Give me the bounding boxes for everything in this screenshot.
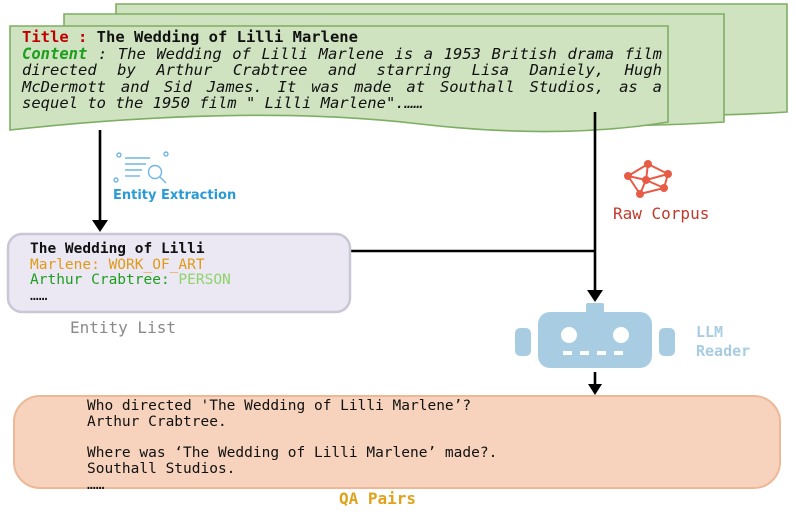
arrowhead-entity bbox=[92, 220, 108, 232]
llm-label-line2: Reader bbox=[696, 342, 751, 360]
qa-answer-2: Southall Studios. bbox=[87, 461, 236, 477]
entity-list-caption: Entity List bbox=[70, 318, 176, 337]
llm-label-line1: LLM bbox=[696, 323, 724, 341]
title-value: The Wedding of Lilli Marlene bbox=[96, 28, 358, 46]
qa-pairs-caption: QA Pairs bbox=[339, 489, 417, 508]
network-graph-icon bbox=[624, 160, 672, 198]
robot-icon bbox=[515, 303, 675, 368]
entity-list-box bbox=[6, 232, 352, 314]
qa-answer-1: Arthur Crabtree. bbox=[87, 414, 227, 430]
document-title-line: Title : The Wedding of Lilli Marlene bbox=[22, 29, 662, 46]
arrowhead-qa bbox=[588, 384, 602, 395]
entity-more: …… bbox=[30, 287, 48, 304]
entity-list-content: The Wedding of Lilli Marlene: WORK_OF_AR… bbox=[30, 241, 350, 304]
qa-pairs-content: Who directed 'The Wedding of Lilli Marle… bbox=[87, 398, 707, 493]
title-label: Title : bbox=[22, 28, 88, 46]
document-body: Content : The Wedding of Lilli Marlene i… bbox=[22, 44, 662, 113]
raw-corpus-label: Raw Corpus bbox=[613, 204, 710, 223]
entity-line-2: Marlene: WORK_OF_ART bbox=[30, 256, 205, 273]
entity-line-3: Arthur Crabtree: PERSON bbox=[30, 272, 350, 289]
qa-more: …… bbox=[87, 477, 105, 493]
qa-pairs-box bbox=[13, 395, 781, 489]
content-text: : The Wedding of Lilli Marlene is a 1953… bbox=[22, 44, 662, 113]
doc-page-front bbox=[9, 25, 669, 133]
llm-reader-label: LLM Reader bbox=[696, 323, 750, 361]
qa-question-2: Where was ‘The Wedding of Lilli Marlene’… bbox=[87, 445, 498, 461]
entity-name: Arthur Crabtree: bbox=[30, 272, 179, 289]
entity-extraction-label: Entity Extraction bbox=[113, 188, 237, 203]
entity-line-1: The Wedding of Lilli bbox=[30, 241, 205, 257]
entity-type: PERSON bbox=[178, 272, 231, 289]
arrowhead-llm bbox=[587, 290, 603, 302]
qa-question-1: Who directed 'The Wedding of Lilli Marle… bbox=[87, 398, 472, 414]
document-text: Title : The Wedding of Lilli Marlene Con… bbox=[22, 29, 662, 112]
document-search-icon bbox=[113, 151, 169, 184]
content-label: Content bbox=[22, 44, 88, 63]
